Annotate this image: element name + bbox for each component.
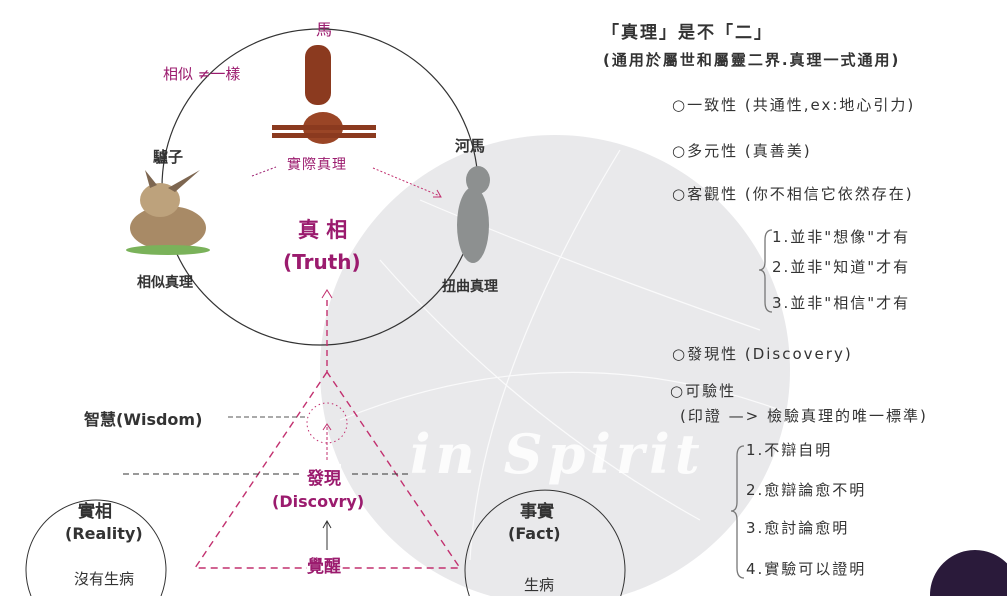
property-item: ○多元性 (真善美): [672, 142, 812, 160]
discovery-en-label: (Discovry): [272, 492, 365, 511]
arrow-up-icon: [321, 289, 333, 299]
horse-label: 馬: [316, 20, 333, 39]
hippo-caption: 扭曲真理: [442, 279, 498, 295]
arrow-up-icon: [322, 423, 332, 431]
globe-background: [320, 134, 790, 596]
similar-label: 相似 ≠一樣: [163, 65, 241, 83]
donkey-caption: 相似真理: [137, 275, 193, 291]
property-item: ○客觀性 (你不相信它依然存在): [672, 185, 914, 203]
watermark: in Spirit: [410, 422, 705, 486]
brace-icon: [758, 229, 773, 313]
verifiable-sub-item: 4.實驗可以證明: [746, 560, 867, 578]
reality-text: 沒有生病: [74, 570, 135, 588]
verifiable-note: (印證 —> 檢驗真理的唯一標準): [680, 407, 928, 425]
verifiable-sub-item: 3.愈討論愈明: [746, 519, 850, 537]
fact-title: 事實: [520, 502, 554, 522]
arrow-up-icon: [322, 519, 332, 529]
property-item: ○發現性 (Discovery): [672, 345, 853, 363]
globe-lines: [339, 149, 781, 561]
actual-truth-label: 實際真理: [287, 157, 347, 173]
right-subtitle: (通用於屬世和屬靈二界.真理一式通用): [603, 51, 901, 69]
reality-circle: [25, 499, 167, 596]
horse-icon: [272, 45, 376, 144]
objective-sub-item: 3.並非"相信"才有: [772, 294, 911, 312]
logo-circle: [929, 550, 1007, 596]
fact-text: 生病: [524, 576, 555, 594]
right-title: 「真理」是不「二」: [602, 23, 773, 43]
awaken-label: 覺醒: [307, 556, 341, 578]
verifiable-sub-item: 1.不辯自明: [746, 441, 833, 459]
reality-en: (Reality): [65, 524, 143, 543]
brace-icon: [730, 445, 745, 579]
wisdom-label: 智慧(Wisdom): [84, 410, 203, 429]
objective-sub-item: 1.並非"想像"才有: [772, 228, 911, 246]
hippo-icon: [457, 166, 490, 263]
dotted-line: [251, 166, 277, 177]
verifiable-sub-item: 2.愈辯論愈不明: [746, 481, 867, 499]
truth-subtitle: (Truth): [283, 250, 361, 274]
donkey-icon: [126, 170, 210, 255]
dotted-arrow: [372, 167, 441, 197]
property-item: ○一致性 (共通性,ex:地心引力): [672, 96, 916, 114]
reality-title: 實相: [78, 502, 112, 522]
fact-circle: [464, 489, 626, 596]
objective-sub-item: 2.並非"知道"才有: [772, 258, 911, 276]
arrow-head-icon: [433, 189, 442, 198]
discovery-label: 發現: [307, 464, 341, 489]
wisdom-dotted-circle: [306, 402, 348, 444]
truth-title: 真 相: [298, 218, 348, 242]
donkey-label: 驢子: [153, 148, 184, 166]
hippo-label: 河馬: [455, 137, 486, 155]
property-item: ○可驗性: [670, 382, 737, 400]
fact-en: (Fact): [508, 524, 561, 543]
